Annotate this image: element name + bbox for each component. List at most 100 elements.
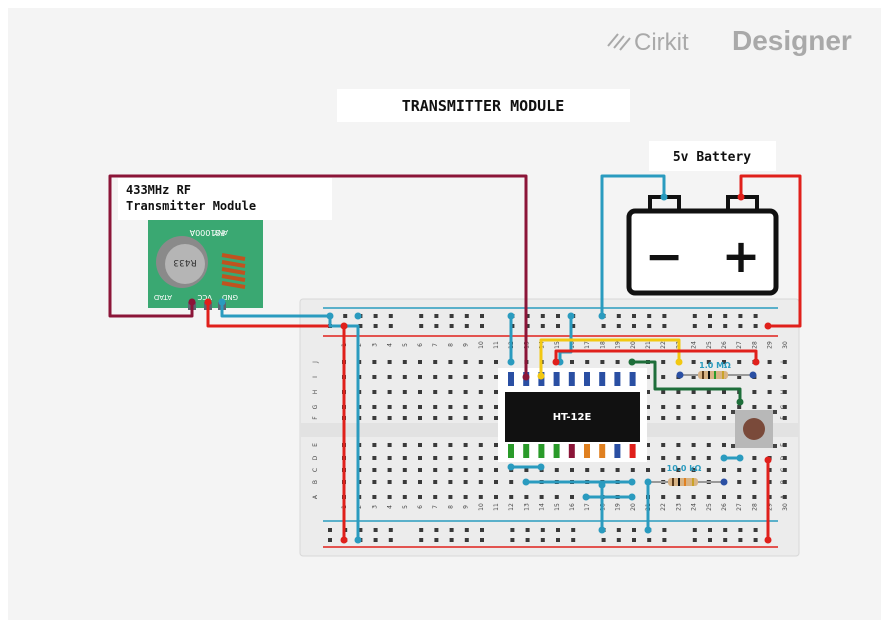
column-label: 15 xyxy=(554,503,561,511)
wires xyxy=(108,174,802,540)
row-label: E xyxy=(312,443,319,447)
column-label: 25 xyxy=(706,503,713,511)
wire-endpoint xyxy=(582,493,590,501)
column-label: 6 xyxy=(417,343,424,347)
battery-label: 5v Battery xyxy=(673,150,751,165)
wire-endpoint xyxy=(218,298,226,306)
wire-endpoint xyxy=(354,536,362,544)
page-title: TRANSMITTER MODULE xyxy=(402,97,565,115)
column-label: 9 xyxy=(463,505,470,509)
wire-endpoint xyxy=(340,322,348,330)
column-label: 15 xyxy=(554,341,561,349)
wire-endpoint xyxy=(567,312,575,320)
wire-endpoint xyxy=(598,312,606,320)
wire-vcc-red xyxy=(206,302,346,540)
wire-endpoint xyxy=(628,493,636,501)
row-label: J xyxy=(312,361,319,364)
column-label: 2 xyxy=(356,343,363,347)
column-label: 28 xyxy=(751,341,758,349)
watermark: Cirkit Designer xyxy=(607,25,852,56)
column-label: 30 xyxy=(782,503,789,511)
column-label: 21 xyxy=(645,341,652,349)
wire-endpoint xyxy=(522,478,530,486)
column-label: 22 xyxy=(660,341,667,349)
rf-label-box xyxy=(118,178,332,220)
column-label: 5 xyxy=(402,343,409,347)
rf-pin-gnd: GND xyxy=(222,293,238,301)
column-label: 20 xyxy=(630,503,637,511)
column-label: 20 xyxy=(630,341,637,349)
column-label: 5 xyxy=(402,505,409,509)
resistor-10k-label: 10.0 kΩ xyxy=(667,464,702,473)
wire-endpoint xyxy=(628,478,636,486)
wire-endpoint xyxy=(522,373,530,381)
row-label: A xyxy=(312,494,319,499)
rf-pin-vcc: VCC xyxy=(197,293,212,301)
wire-endpoint xyxy=(507,358,515,366)
wire-endpoint xyxy=(598,526,606,534)
column-label: 24 xyxy=(691,341,698,349)
ht12e-ic: HT-12E xyxy=(498,368,647,462)
column-label: 26 xyxy=(721,503,728,511)
column-label: 19 xyxy=(615,341,622,349)
column-label: 6 xyxy=(417,505,424,509)
wire-endpoint xyxy=(628,358,636,366)
wire-endpoint xyxy=(326,312,334,320)
rf-transmitter-module: R433 FS1000A ANT ATAD VCC GND xyxy=(148,220,263,310)
column-label: 8 xyxy=(447,343,454,347)
wire-endpoint xyxy=(507,312,515,320)
wire-endpoint xyxy=(188,298,196,306)
wire-gnd-blue xyxy=(220,302,360,540)
row-label: I xyxy=(780,376,787,378)
row-label: B xyxy=(312,480,319,484)
rf-label-line2: Transmitter Module xyxy=(126,199,256,213)
column-label: 18 xyxy=(599,341,606,349)
column-label: 7 xyxy=(432,343,439,347)
wire-endpoint xyxy=(764,456,772,464)
rf-board-text: FS1000A xyxy=(189,228,225,237)
battery-label-box xyxy=(649,141,776,171)
rf-ant-label: ANT xyxy=(213,228,228,236)
wire-endpoint xyxy=(676,371,684,379)
column-label: 7 xyxy=(432,505,439,509)
column-label: 27 xyxy=(736,503,743,511)
wire-endpoint xyxy=(749,371,757,379)
column-label: 30 xyxy=(782,341,789,349)
row-label: F xyxy=(780,416,787,420)
wire-red-top xyxy=(554,349,758,362)
push-button xyxy=(731,410,777,448)
wire-endpoint xyxy=(660,193,668,201)
row-label: G xyxy=(312,404,319,409)
column-label: 8 xyxy=(447,505,454,509)
wire-endpoint xyxy=(644,526,652,534)
column-label: 23 xyxy=(675,503,682,511)
column-label: 28 xyxy=(751,503,758,511)
row-label: A xyxy=(780,494,787,499)
wire-endpoint xyxy=(340,536,348,544)
column-label: 16 xyxy=(569,503,576,511)
wire-endpoint xyxy=(537,463,545,471)
wire-endpoint xyxy=(720,454,728,462)
rf-label-line1: 433MHz RF xyxy=(126,183,191,197)
wire-endpoint xyxy=(354,312,362,320)
wire-battery-pos-red xyxy=(739,174,802,328)
column-label: 2 xyxy=(356,505,363,509)
wire-endpoints xyxy=(188,193,772,544)
column-label: 22 xyxy=(660,503,667,511)
wire-endpoint xyxy=(737,193,745,201)
row-label: C xyxy=(312,468,319,472)
row-label: D xyxy=(780,455,787,460)
wire-data-maroon xyxy=(108,174,528,377)
column-label: 27 xyxy=(736,341,743,349)
title-box xyxy=(337,89,630,122)
ic-label: HT-12E xyxy=(553,412,592,423)
wire-endpoint xyxy=(598,481,606,489)
column-label: 9 xyxy=(463,343,470,347)
column-label: 17 xyxy=(584,341,591,349)
column-label: 25 xyxy=(706,341,713,349)
wire-green xyxy=(632,360,742,402)
battery: − + xyxy=(626,195,779,296)
row-label: F xyxy=(312,416,319,420)
column-label: 19 xyxy=(615,503,622,511)
